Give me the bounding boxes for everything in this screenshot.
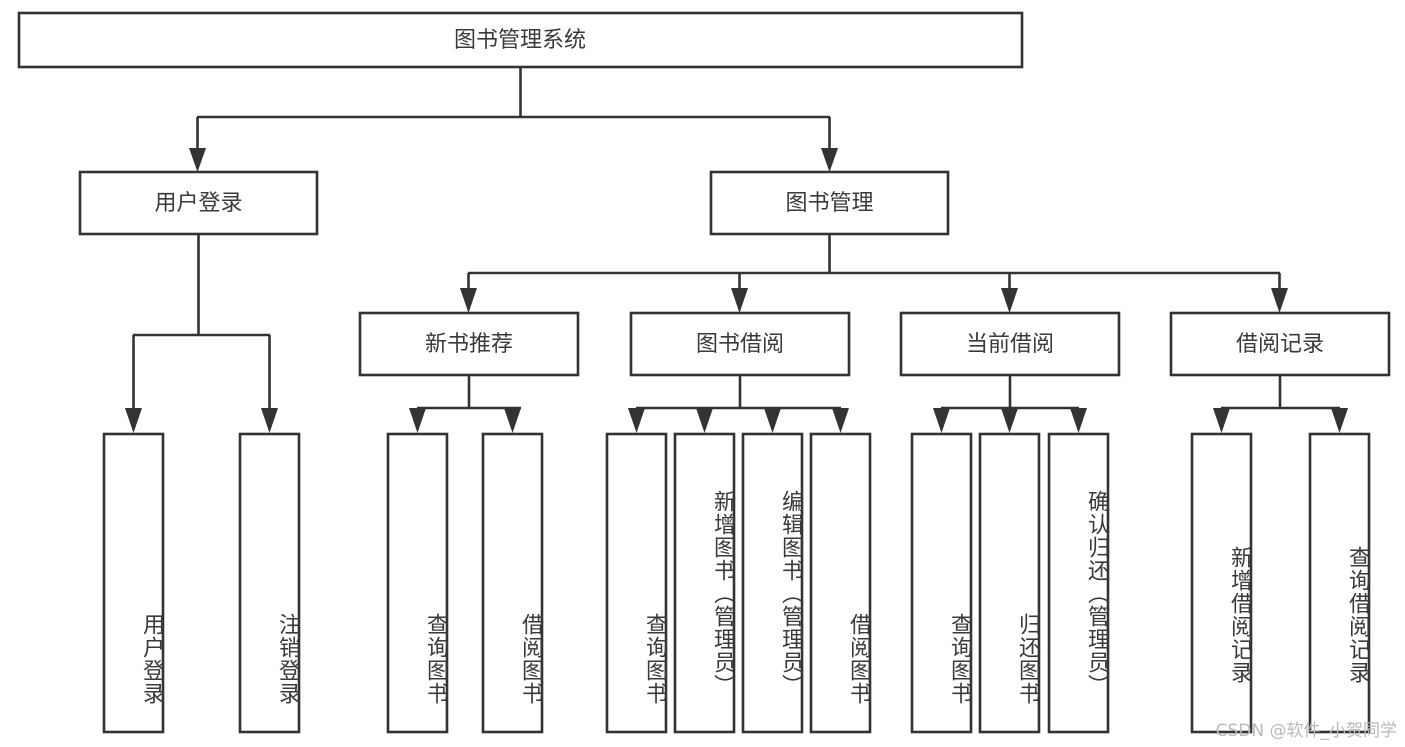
leaf-box-current-borrow-1[interactable]	[910, 432, 973, 734]
arrow-head-book-borrow-leaf-2	[696, 408, 713, 433]
arrow-head-current-borrow-leaf-2	[1001, 408, 1018, 433]
node-new-book-recommend-box[interactable]	[358, 311, 580, 377]
node-book-borrow-box[interactable]	[629, 311, 851, 377]
leaf-box-new-book-1[interactable]	[386, 432, 449, 734]
arrow-head-borrow-record-leaf-2	[1331, 408, 1348, 433]
arrow-head-new-book-leaf-2	[504, 408, 521, 433]
arrow-head-current-borrow-leaf-1	[933, 408, 950, 433]
arrow-head-book-borrow-leaf-1	[628, 408, 645, 433]
arrow-head-to-book-manage	[821, 148, 838, 172]
leaf-box-borrow-record-1[interactable]	[1190, 432, 1253, 734]
node-new-book-recommend-label: 新书推荐	[425, 332, 513, 357]
node-book-borrow-label: 图书借阅	[696, 332, 784, 357]
node-current-borrow-box[interactable]	[899, 311, 1121, 377]
arrow-head-to-book-borrow	[731, 288, 748, 313]
leaf-box-book-borrow-3[interactable]	[741, 432, 804, 734]
arrow-head-book-borrow-leaf-4	[832, 408, 849, 433]
watermark-text: CSDN @软件_小贺同学	[1215, 721, 1397, 741]
arrow-head-user-login-leaf-2	[261, 408, 278, 433]
leaf-box-book-borrow-4[interactable]	[809, 432, 872, 734]
leaf-box-user-login-2[interactable]	[238, 432, 301, 734]
leaf-box-current-borrow-2[interactable]	[978, 432, 1041, 734]
node-current-borrow-label: 当前借阅	[966, 332, 1054, 357]
arrow-head-to-new-book	[460, 288, 477, 313]
node-user-login-label: 用户登录	[154, 191, 242, 216]
arrow-head-book-borrow-leaf-3	[764, 408, 781, 433]
arrow-head-current-borrow-leaf-3	[1070, 408, 1087, 433]
node-root-box[interactable]	[17, 11, 1024, 69]
arrow-head-borrow-record-leaf-1	[1213, 408, 1230, 433]
leaf-box-borrow-record-2[interactable]	[1308, 432, 1371, 734]
node-borrow-record-box[interactable]	[1169, 311, 1391, 377]
arrow-head-user-login-leaf-1	[125, 408, 142, 433]
leaf-box-book-borrow-1[interactable]	[605, 432, 668, 734]
leaf-box-new-book-2[interactable]	[481, 432, 544, 734]
leaf-box-user-login-1[interactable]	[102, 432, 165, 734]
arrow-head-to-current-borrow	[1001, 288, 1018, 313]
node-root-label: 图书管理系统	[454, 28, 586, 53]
leaf-box-book-borrow-2[interactable]	[673, 432, 736, 734]
arrow-head-to-user-login	[189, 148, 206, 172]
leaf-box-current-borrow-3[interactable]	[1047, 432, 1110, 734]
arrow-head-new-book-leaf-1	[409, 408, 426, 433]
node-book-manage-box[interactable]	[709, 170, 950, 236]
arrow-head-to-borrow-record	[1271, 288, 1288, 313]
node-borrow-record-label: 借阅记录	[1236, 332, 1324, 357]
node-book-manage-label: 图书管理	[785, 191, 873, 216]
